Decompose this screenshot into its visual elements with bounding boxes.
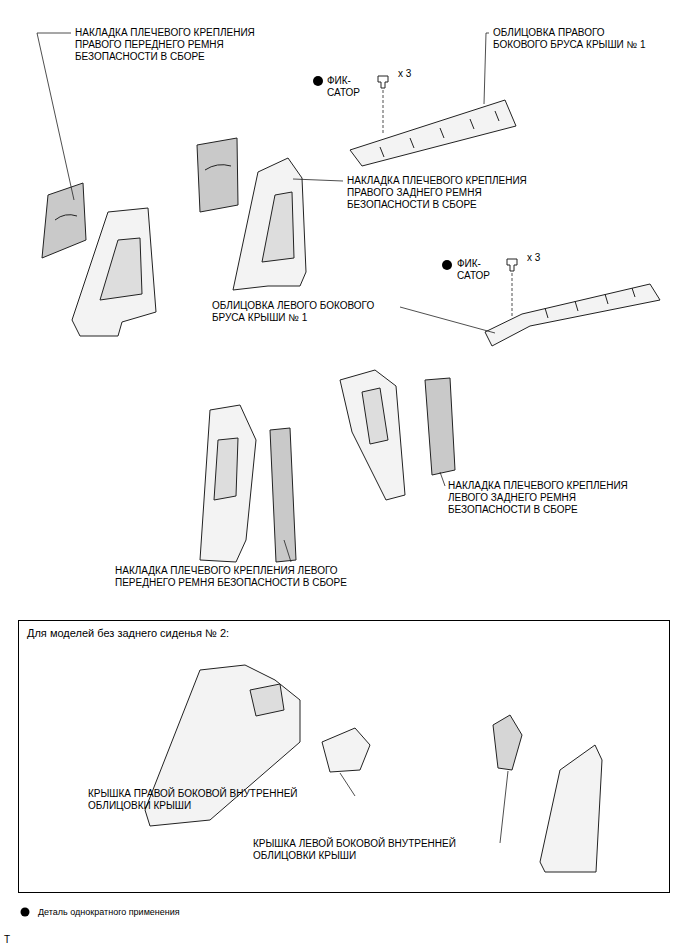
belt-cover bbox=[42, 183, 86, 258]
quantity-label: x 3 bbox=[527, 252, 557, 264]
leader-line bbox=[440, 472, 445, 486]
part-label: НАКЛАДКА ПЛЕЧЕВОГО КРЕПЛЕНИЯ ПРАВОГО ЗАД… bbox=[347, 175, 559, 211]
part-label: НАКЛАДКА ПЛЕЧЕВОГО КРЕПЛЕНИЯ ЛЕВОГО ЗАДН… bbox=[448, 480, 660, 516]
belt-cover bbox=[425, 378, 455, 475]
pillar-window bbox=[100, 238, 142, 300]
dash-line bbox=[383, 90, 384, 135]
belt-cover bbox=[197, 138, 238, 212]
pillar-trim bbox=[233, 158, 306, 290]
trim-opening bbox=[250, 684, 284, 716]
roof-rail bbox=[485, 284, 660, 346]
pillar-trim bbox=[72, 208, 156, 336]
pillar-window bbox=[262, 192, 294, 262]
part-label: КРЫШКА ПРАВОЙ БОКОВОЙ ВНУТРЕННЕЙ ОБЛИЦОВ… bbox=[88, 788, 320, 812]
part-label: ОБЛИЦОВКА ЛЕВОГО БОКОВОГО БРУСА КРЫШИ № … bbox=[212, 300, 398, 324]
rail-ribs bbox=[545, 288, 635, 318]
rail-ribs bbox=[380, 111, 499, 157]
leader-line bbox=[340, 773, 355, 796]
clip-label: ФИК- САТОР bbox=[327, 75, 367, 99]
leader-line bbox=[293, 179, 343, 181]
quarter-trim bbox=[540, 745, 602, 872]
part-label: ОБЛИЦОВКА ПРАВОГО БОКОВОГО БРУСА КРЫШИ №… bbox=[493, 27, 659, 51]
part-label: НАКЛАДКА ПЛЕЧЕВОГО КРЕПЛЕНИЯ ЛЕВОГО ПЕРЕ… bbox=[115, 565, 377, 589]
belt-cover bbox=[270, 428, 296, 562]
pillar-window bbox=[362, 388, 388, 444]
cover bbox=[322, 728, 370, 772]
leader-line bbox=[500, 771, 508, 843]
leader-line bbox=[484, 33, 489, 104]
pillar-window bbox=[214, 438, 238, 500]
leader-line bbox=[284, 540, 291, 562]
single-use-dot bbox=[313, 76, 323, 86]
pillar-trim bbox=[340, 370, 405, 500]
legend-text: Деталь однократного применения bbox=[38, 906, 180, 918]
roof-rail bbox=[350, 100, 516, 166]
clip-label: ФИК- САТОР bbox=[457, 258, 497, 282]
box-heading: Для моделей без заднего сиденья № 2: bbox=[19, 621, 237, 646]
cover bbox=[493, 715, 522, 770]
clip-icon bbox=[507, 259, 517, 271]
part-label: НАКЛАДКА ПЛЕЧЕВОГО КРЕПЛЕНИЯ ПРАВОГО ПЕР… bbox=[75, 27, 285, 63]
clip-icon bbox=[378, 76, 388, 88]
corner-mark: Т bbox=[4, 934, 18, 946]
dash-line bbox=[512, 273, 513, 318]
belt-slot bbox=[55, 215, 77, 220]
quantity-label: x 3 bbox=[398, 68, 428, 80]
leader-line bbox=[37, 33, 74, 200]
single-use-dot bbox=[442, 260, 452, 270]
pillar-trim bbox=[200, 405, 256, 562]
leader-line bbox=[400, 307, 495, 333]
belt-slot bbox=[205, 165, 231, 170]
part-label: КРЫШКА ЛЕВОЙ БОКОВОЙ ВНУТРЕННЕЙ ОБЛИЦОВК… bbox=[253, 838, 485, 862]
legend-dot bbox=[21, 908, 30, 917]
